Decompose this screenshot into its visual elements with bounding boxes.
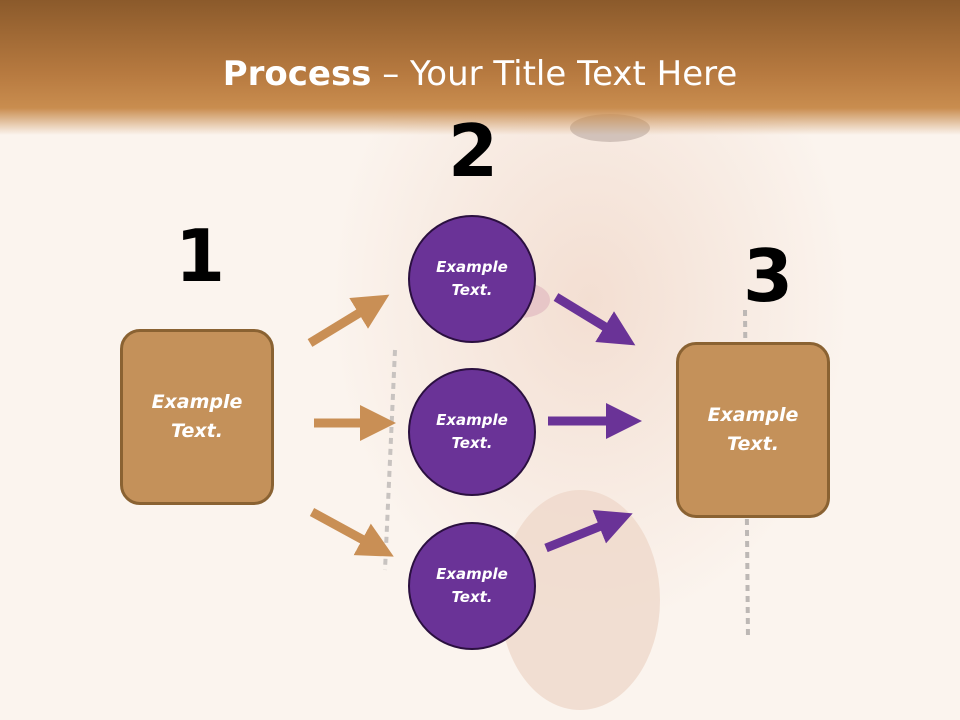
step-number-3: 3 (742, 234, 794, 318)
arrow-left-up (307, 294, 390, 347)
title-bar (0, 0, 960, 135)
step-number-1: 1 (174, 214, 226, 298)
circle-2-text: Example Text. (436, 411, 508, 452)
circle-3-text: Example Text. (436, 565, 508, 606)
title-rest: – Your Title Text Here (371, 54, 738, 94)
box-left-text: Example Text. (151, 391, 243, 442)
arrow-right-up (553, 293, 636, 346)
box-left: Example Text. (120, 329, 274, 505)
box-right-text: Example Text. (707, 404, 799, 455)
step-number-2: 2 (447, 109, 499, 193)
circle-2: Example Text. (408, 368, 536, 496)
circle-1: Example Text. (408, 215, 536, 343)
slide-title: Process – Your Title Text Here (0, 52, 960, 96)
arrow-right-down (544, 509, 633, 553)
circle-1-text: Example Text. (436, 258, 508, 299)
arrow-left-down (309, 508, 394, 557)
circle-3: Example Text. (408, 522, 536, 650)
title-bold: Process (222, 54, 372, 94)
box-right: Example Text. (676, 342, 830, 518)
